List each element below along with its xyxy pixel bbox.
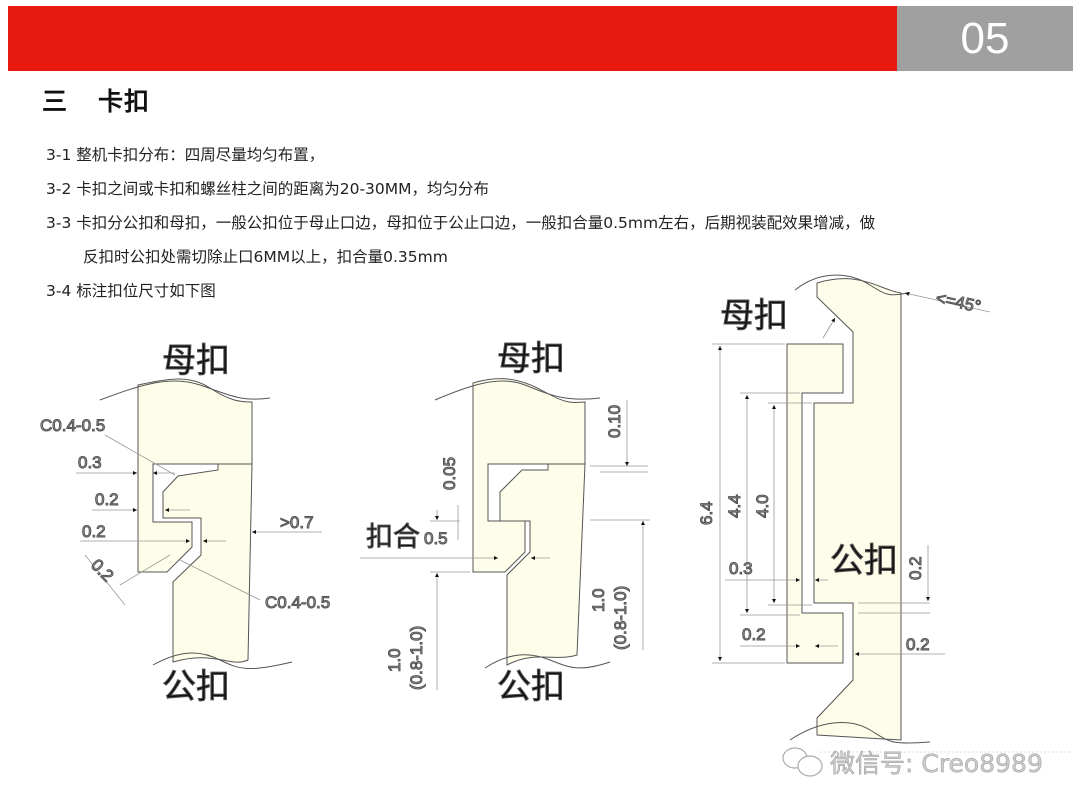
dim-wall: >0.7: [280, 513, 314, 532]
male-part: [499, 463, 586, 666]
dim-0.2: 0.2: [95, 490, 119, 509]
dim-chamfer-top: C0.4-0.5: [40, 416, 105, 435]
dim-0.2: 0.2: [742, 625, 766, 644]
page-number-badge: 05: [897, 6, 1073, 71]
list-item: 3-3 卡扣分公扣和母扣，一般公扣位于母止口边，母扣位于公止口边，一般扣合量0.…: [46, 214, 876, 232]
section-number: 三: [42, 87, 69, 116]
list-item: 3-1 整机卡扣分布：四周尽量均匀布置，: [46, 146, 325, 164]
dim-0.2-vertical: 0.2: [906, 556, 925, 580]
dim-left-length: 1.0: [385, 648, 404, 672]
dim-engage: 0.5: [424, 529, 448, 548]
dim-0.2-diagonal: 0.2: [87, 555, 117, 585]
dim-4.4: 4.4: [725, 494, 744, 518]
male-label: 公扣: [830, 541, 898, 581]
watermark-text: 微信号: Creo8989: [830, 749, 1043, 778]
section-name: 卡扣: [98, 87, 151, 116]
header-accent-bar: [8, 6, 897, 71]
engage-label: 扣合: [366, 522, 420, 553]
dim-right-range: (0.8-1.0): [611, 586, 630, 650]
dim-angle: <=45°: [934, 288, 983, 316]
dim-right-length: 1.0: [589, 588, 608, 612]
dim-0.3: 0.3: [78, 453, 102, 472]
drawing-1: 母扣 公扣 C0.4-0.5 0.3 0.2 0.2 0.2 >0.7 C0.4…: [40, 341, 331, 708]
dim-0.10: 0.10: [605, 405, 624, 438]
female-part: [472, 378, 586, 573]
wechat-icon: [782, 747, 823, 777]
female-part: [813, 278, 902, 741]
section-title: 三卡扣: [42, 82, 180, 118]
male-part: [162, 463, 253, 663]
male-label: 公扣: [162, 667, 230, 707]
dim-6.4: 6.4: [697, 501, 716, 525]
dim-left-range: (0.8-1.0): [407, 626, 426, 690]
female-label: 母扣: [497, 339, 565, 379]
dim-0.2-right: 0.2: [906, 635, 930, 654]
male-label: 公扣: [497, 667, 565, 707]
list-item: 3-4 标注扣位尺寸如下图: [46, 282, 216, 300]
list-item: 3-2 卡扣之间或卡扣和螺丝柱之间的距离为20-30MM，均匀分布: [46, 180, 490, 198]
dim-4.0: 4.0: [753, 494, 772, 518]
female-label: 母扣: [162, 341, 230, 381]
female-part: [137, 378, 253, 573]
male-part: [786, 343, 844, 664]
drawing-2: 母扣 公扣 0.10 0.05 扣合 0.5 1.0 (0.8-1.0) 1.0…: [360, 339, 650, 708]
dim-0.05: 0.05: [440, 457, 459, 490]
requirements-list: 3-1 整机卡扣分布：四周尽量均匀布置， 3-2 卡扣之间或卡扣和螺丝柱之间的距…: [46, 142, 875, 312]
dim-0.2: 0.2: [82, 522, 106, 541]
female-label: 母扣: [720, 296, 788, 336]
drawing-3: 母扣 公扣 <=45° 6.4 4.4 4.0 0.3 0.2 0.2 0.2: [697, 274, 991, 744]
dim-chamfer-bottom: C0.4-0.5: [265, 593, 330, 612]
list-item: 反扣时公扣处需切除止口6MM以上，扣合量0.35mm: [83, 248, 448, 266]
dim-0.3: 0.3: [729, 559, 753, 578]
